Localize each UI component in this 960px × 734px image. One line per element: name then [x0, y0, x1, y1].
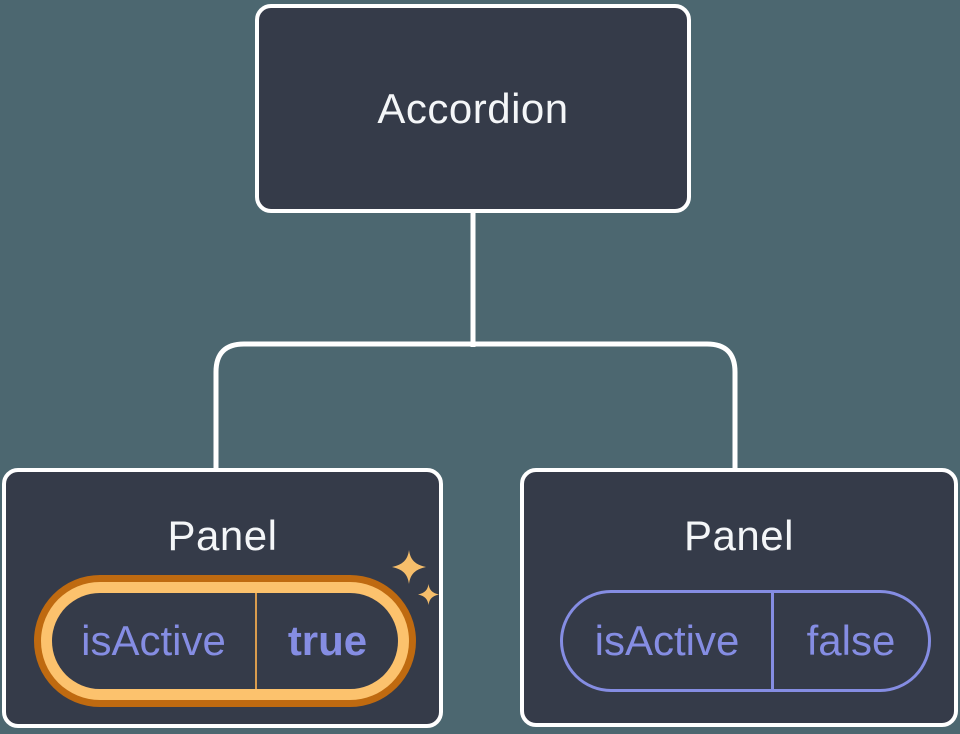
state-key-label: isActive [594, 617, 740, 664]
panel-node-active: Panel isActive true [2, 468, 443, 728]
state-pill-active: isActive true [52, 593, 398, 689]
panel-node-label: Panel [167, 512, 278, 559]
pill-divider [255, 593, 257, 689]
panel-node-inactive: Panel isActive false [520, 468, 958, 727]
state-pill-highlight-ring-inner: isActive true [41, 582, 409, 700]
pill-divider [771, 593, 774, 689]
panel-node-label: Panel [684, 512, 794, 559]
panel-title: Panel [6, 512, 439, 560]
accordion-node-label: Accordion [377, 84, 569, 132]
state-pill-highlight-ring: isActive true [34, 575, 416, 707]
accordion-node: Accordion [255, 4, 691, 213]
sparkle-icon-small [418, 584, 439, 605]
sparkle-icon-large [392, 550, 426, 584]
panel-title: Panel [524, 512, 954, 560]
state-value-label: false [806, 617, 896, 664]
state-value-label: true [287, 617, 368, 664]
state-pill-inactive: isActive false [560, 590, 931, 692]
state-key-label: isActive [81, 617, 226, 664]
